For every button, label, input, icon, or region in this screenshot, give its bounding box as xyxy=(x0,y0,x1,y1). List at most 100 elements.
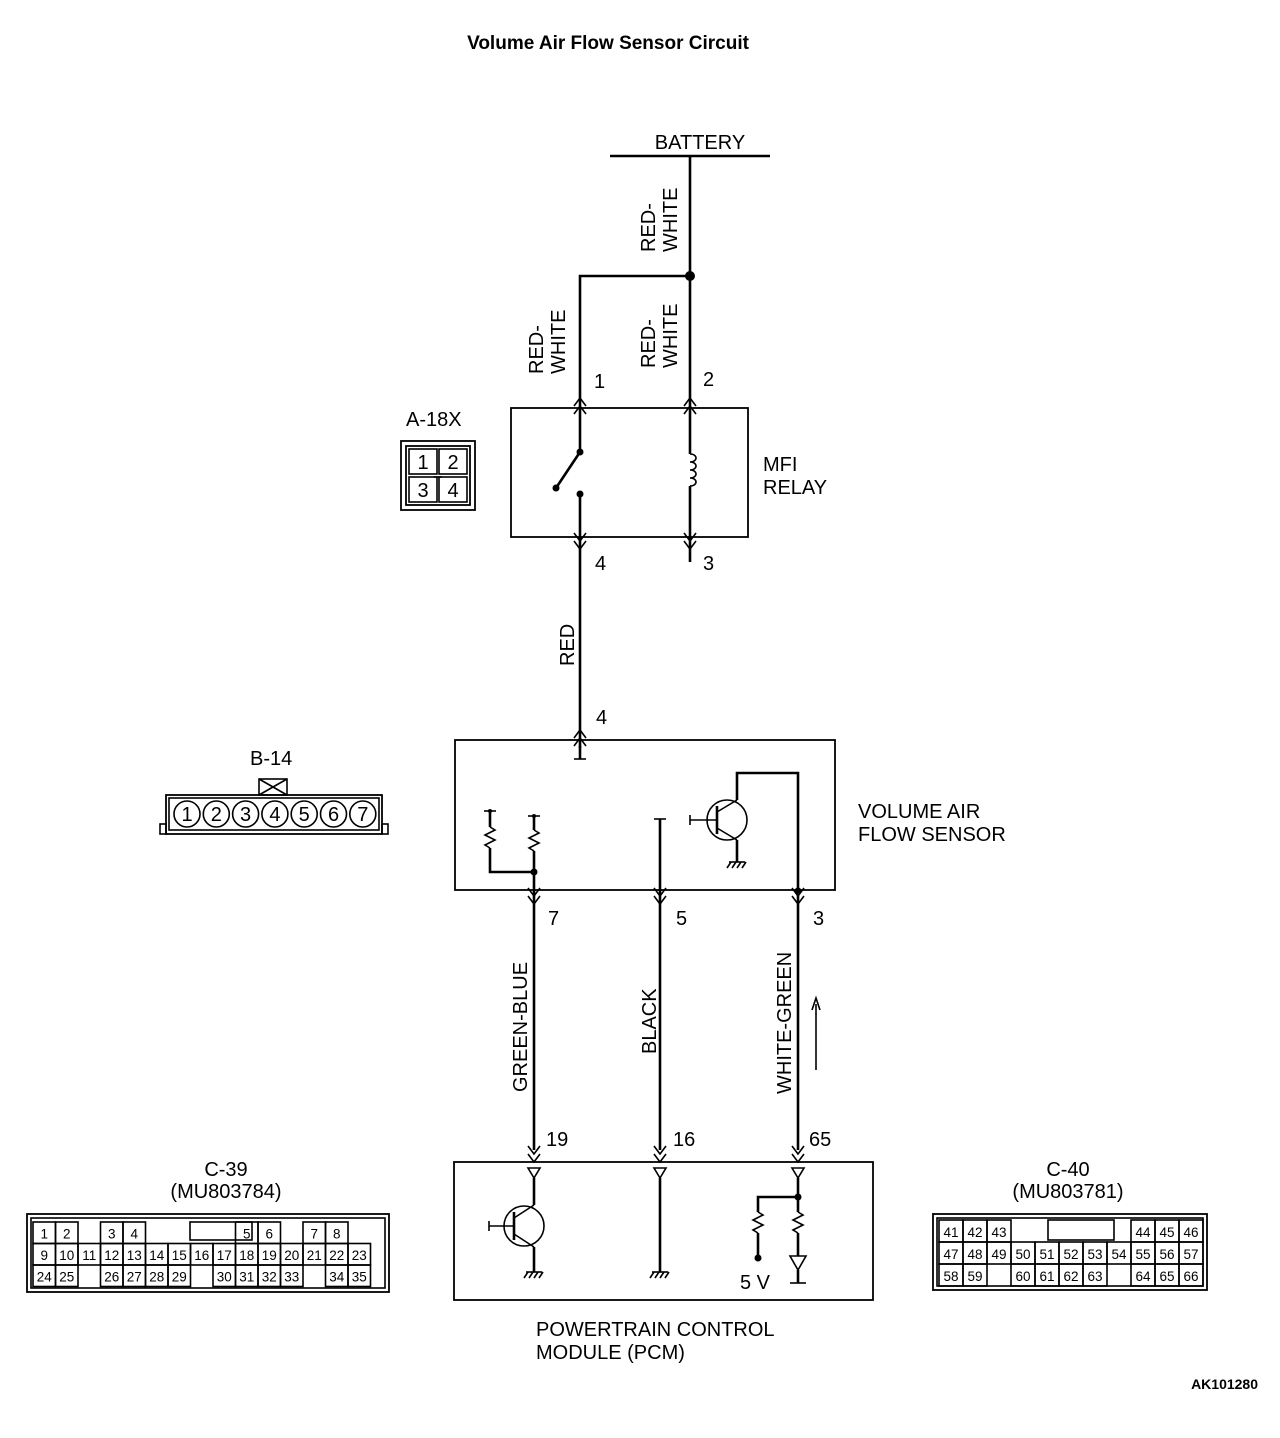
c40-pin-label: 56 xyxy=(1159,1247,1174,1262)
c39-pin-label: 35 xyxy=(352,1270,367,1285)
b14-pin-label: 2 xyxy=(211,804,222,826)
c39-pin-label: 21 xyxy=(307,1248,322,1263)
c39-pin-label: 2 xyxy=(63,1227,71,1242)
wire-label-relay2-2: WHITE xyxy=(660,304,682,368)
c40-pin-label: 61 xyxy=(1039,1269,1054,1284)
c39-pin-label: 19 xyxy=(262,1248,277,1263)
c39-pin-cell xyxy=(347,1264,372,1288)
b14-pin-circle xyxy=(290,800,319,828)
c39-pin-label: 18 xyxy=(239,1248,254,1263)
b14-pin-label: 4 xyxy=(269,804,280,826)
b14-pin-label: 3 xyxy=(240,804,251,826)
pcm-box xyxy=(453,1161,874,1301)
c39-pin-label: 10 xyxy=(59,1248,74,1263)
a18x-pin-1: 1 xyxy=(417,452,428,474)
c40-pin-label: 54 xyxy=(1111,1247,1127,1262)
wire-relay-pin1 xyxy=(578,274,690,404)
c39-pin-label: 6 xyxy=(265,1227,273,1242)
battery-label: BATTERY xyxy=(655,132,745,154)
c39-connector-frame xyxy=(26,1213,390,1293)
c40-pin-cell xyxy=(962,1263,988,1287)
c39-pin-cell xyxy=(279,1264,304,1288)
b14-connector-icon xyxy=(159,778,389,835)
c39-pin-label: 20 xyxy=(284,1248,299,1263)
relay-switch-icon xyxy=(552,404,584,562)
c39-pin-label: 9 xyxy=(40,1248,48,1263)
c40-pin-label: 41 xyxy=(943,1225,958,1240)
sensor-label-1: VOLUME AIR xyxy=(858,801,980,823)
b14-pin-label: 5 xyxy=(299,804,310,826)
relay-pin-2: 2 xyxy=(703,369,714,391)
c40-pin-label: 65 xyxy=(1159,1269,1174,1284)
c39-pin-label: 16 xyxy=(194,1248,209,1263)
c40-pin-label: 45 xyxy=(1159,1225,1174,1240)
relay-label-2: RELAY xyxy=(763,477,827,499)
wire-label-relay1-1: RED- xyxy=(526,325,548,374)
wire-label-white-green: WHITE-GREEN xyxy=(774,952,796,1094)
c39-pin-label: 30 xyxy=(217,1270,232,1285)
c40-pin-cell xyxy=(1082,1263,1108,1287)
a18x-connector-icon: 1 2 3 4 xyxy=(400,440,476,511)
c39-pin-label: 29 xyxy=(172,1270,187,1285)
c39-pin-label: 23 xyxy=(352,1248,367,1263)
b14-pin-circle xyxy=(173,800,201,828)
wire-label-relay1-2: WHITE xyxy=(548,310,570,374)
mfi-relay-box xyxy=(510,407,749,538)
c40-pin-label: 43 xyxy=(991,1225,1006,1240)
c39-pin-cell xyxy=(54,1264,79,1288)
wire-label-red: RED xyxy=(557,624,579,666)
b14-pin-label: 7 xyxy=(357,804,368,826)
wire-label-battery-feed-1: RED- xyxy=(638,203,660,252)
pcm-input-triangles xyxy=(526,1167,806,1180)
wire-label-relay2-1: RED- xyxy=(638,319,660,368)
pcm-label-1: POWERTRAIN CONTROL xyxy=(536,1319,775,1341)
c40-pin-label: 59 xyxy=(967,1269,982,1284)
c39-pin-label: 5 xyxy=(243,1227,251,1242)
c39-pin-cell xyxy=(167,1264,192,1288)
c40-connector-frame xyxy=(932,1213,1208,1291)
c39-pin-label: 13 xyxy=(127,1248,142,1263)
b14-pin-circle xyxy=(202,800,231,828)
c40-pin-label: 48 xyxy=(967,1247,982,1262)
pcm-terminal-markers xyxy=(527,1145,805,1164)
c40-pin-label: 46 xyxy=(1183,1225,1198,1240)
relay-pin-4: 4 xyxy=(595,553,606,575)
c39-pin-label: 22 xyxy=(329,1248,344,1263)
volume-air-flow-sensor-box xyxy=(454,739,836,891)
c40-pin-label: 66 xyxy=(1183,1269,1198,1284)
c39-pin-label: 12 xyxy=(104,1248,119,1263)
sensor-terminal-markers xyxy=(527,728,805,906)
sensor-pin-7: 7 xyxy=(548,908,559,930)
c39-pin-label: 25 xyxy=(59,1270,74,1285)
sensor-pin-3: 3 xyxy=(813,908,824,930)
a18x-pin-2: 2 xyxy=(447,452,458,474)
c39-pin-label: 3 xyxy=(108,1227,116,1242)
relay-coil-icon xyxy=(688,404,697,562)
c39-pin-label: 17 xyxy=(217,1248,232,1263)
sensor-resistor-network-icon xyxy=(483,809,541,905)
b14-pin-label: 6 xyxy=(328,804,339,826)
c40-pin-label: 57 xyxy=(1183,1247,1198,1262)
wire-label-green-blue: GREEN-BLUE xyxy=(510,962,532,1092)
sensor-pin-4: 4 xyxy=(596,707,607,729)
c40-pin-label: 60 xyxy=(1015,1269,1030,1284)
relay-terminal-markers xyxy=(573,396,697,551)
c39-connector-inner xyxy=(30,1217,386,1289)
c39-pin-label: 4 xyxy=(130,1227,138,1242)
c40-pin-label: 52 xyxy=(1063,1247,1078,1262)
c39-pin-label: 28 xyxy=(149,1270,164,1285)
c39-pin-label: 7 xyxy=(310,1227,318,1242)
c39-pin-label: 8 xyxy=(333,1227,341,1242)
relay-pin-1: 1 xyxy=(594,371,605,393)
c39-key-slot xyxy=(189,1221,253,1241)
c39-pin-label: 11 xyxy=(82,1248,96,1263)
c40-pin-label: 62 xyxy=(1063,1269,1078,1284)
sensor-pin-5: 5 xyxy=(676,908,687,930)
b14-connector-name: B-14 xyxy=(250,748,292,770)
c40-pin-label: 55 xyxy=(1135,1247,1150,1262)
c40-pin-label: 64 xyxy=(1135,1269,1151,1284)
c39-pin-label: 31 xyxy=(239,1270,254,1285)
